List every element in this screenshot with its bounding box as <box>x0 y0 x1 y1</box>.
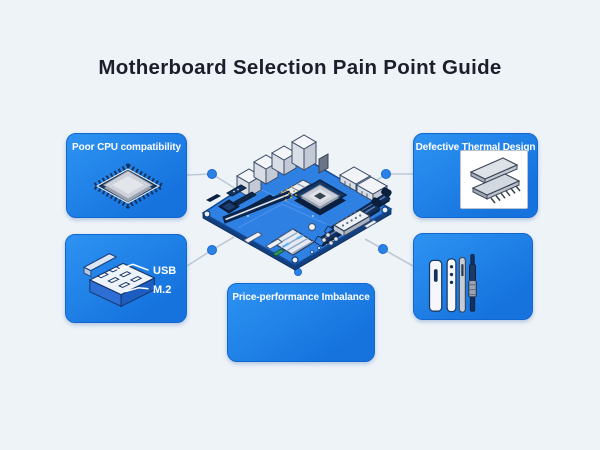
pain-point-tools <box>413 233 533 320</box>
port-block-icon <box>82 252 156 308</box>
heatsink-icon <box>469 157 521 204</box>
pain-point-price: Price-performance Imbalance <box>227 283 375 362</box>
connector-plugs-icon <box>428 254 477 313</box>
pain-point-ports: USB M.2 <box>65 234 187 323</box>
pain-point-thermal: Defective Thermal Design <box>413 133 538 218</box>
cpu-chip-icon <box>89 163 167 209</box>
chipset-heatsink <box>270 228 316 256</box>
pain-point-price-label: Price-performance Imbalance <box>232 292 370 303</box>
edge-components <box>243 219 378 257</box>
pain-point-cpu-label: Poor CPU compatibility <box>72 142 181 153</box>
heatsink-card <box>460 150 528 209</box>
page-title: Motherboard Selection Pain Point Guide <box>98 56 502 79</box>
pain-point-ports-m2-label: M.2 <box>153 284 172 296</box>
port-pointer-lines <box>116 263 149 293</box>
cpu-socket <box>281 179 348 216</box>
screw-holes <box>203 206 389 264</box>
atx-connector <box>332 209 372 237</box>
pain-point-thermal-label: Defective Thermal Design <box>415 142 536 153</box>
pain-point-ports-usb-label: USB <box>153 265 177 277</box>
pain-point-cpu: Poor CPU compatibility <box>66 133 187 218</box>
motherboard-illustration <box>201 134 393 271</box>
